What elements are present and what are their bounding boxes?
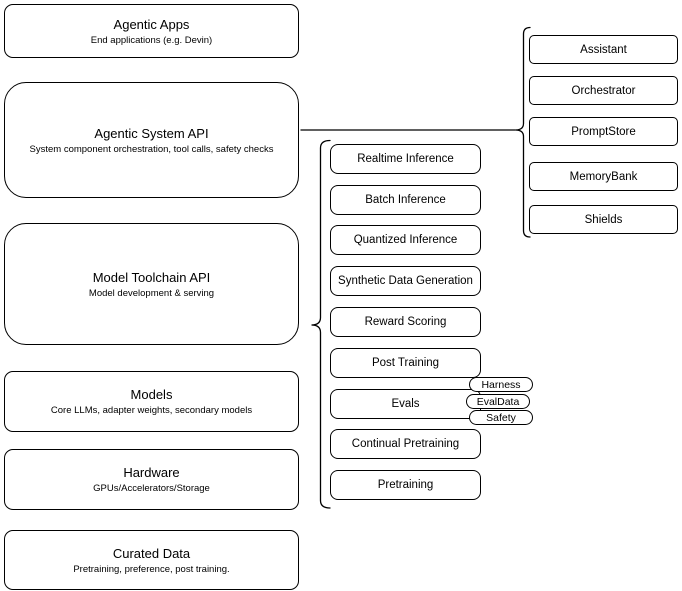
node-subtitle: Core LLMs, adapter weights, secondary mo… (50, 405, 253, 416)
tag-safety: Safety (469, 410, 533, 425)
node-hardware: Hardware GPUs/Accelerators/Storage (4, 449, 299, 510)
node-subtitle: End applications (e.g. Devin) (90, 34, 213, 46)
node-model-toolchain-api: Model Toolchain API Model development & … (4, 223, 299, 345)
node-subtitle: System component orchestration, tool cal… (29, 143, 274, 155)
node-subtitle: Pretraining, preference, post training. (73, 563, 230, 575)
node-quantized-inference: Quantized Inference (330, 225, 481, 255)
node-curated-data: Curated Data Pretraining, preference, po… (4, 530, 299, 590)
node-post-training: Post Training (330, 348, 481, 378)
node-assistant: Assistant (529, 35, 678, 64)
node-continual-pretraining: Continual Pretraining (330, 429, 481, 459)
node-reward-scoring: Reward Scoring (330, 307, 481, 337)
node-evals: Evals (330, 389, 481, 419)
node-batch-inference: Batch Inference (330, 185, 481, 215)
node-memorybank: MemoryBank (529, 162, 678, 191)
node-models: Models Core LLMs, adapter weights, secon… (4, 371, 299, 432)
node-subtitle: GPUs/Accelerators/Storage (93, 483, 210, 494)
node-title: Models (130, 387, 173, 402)
toolchain-brace (311, 139, 331, 509)
node-orchestrator: Orchestrator (529, 76, 678, 105)
system-components-brace (515, 26, 531, 238)
node-shields: Shields (529, 205, 678, 234)
node-title: Model Toolchain API (92, 269, 211, 285)
node-agentic-system-api: Agentic System API System component orch… (4, 82, 299, 198)
node-title: Agentic Apps (113, 16, 190, 32)
node-title: Hardware (123, 465, 180, 480)
node-realtime-inference: Realtime Inference (330, 144, 481, 174)
node-subtitle: Model development & serving (88, 287, 215, 299)
node-title: Curated Data (112, 545, 191, 561)
node-synthetic-data-generation: Synthetic Data Generation (330, 266, 481, 296)
tag-harness: Harness (469, 377, 533, 392)
tag-evaldata: EvalData (466, 394, 530, 409)
node-pretraining: Pretraining (330, 470, 481, 500)
node-agentic-apps: Agentic Apps End applications (e.g. Devi… (4, 4, 299, 58)
node-promptstore: PromptStore (529, 117, 678, 146)
node-title: Agentic System API (94, 125, 209, 141)
